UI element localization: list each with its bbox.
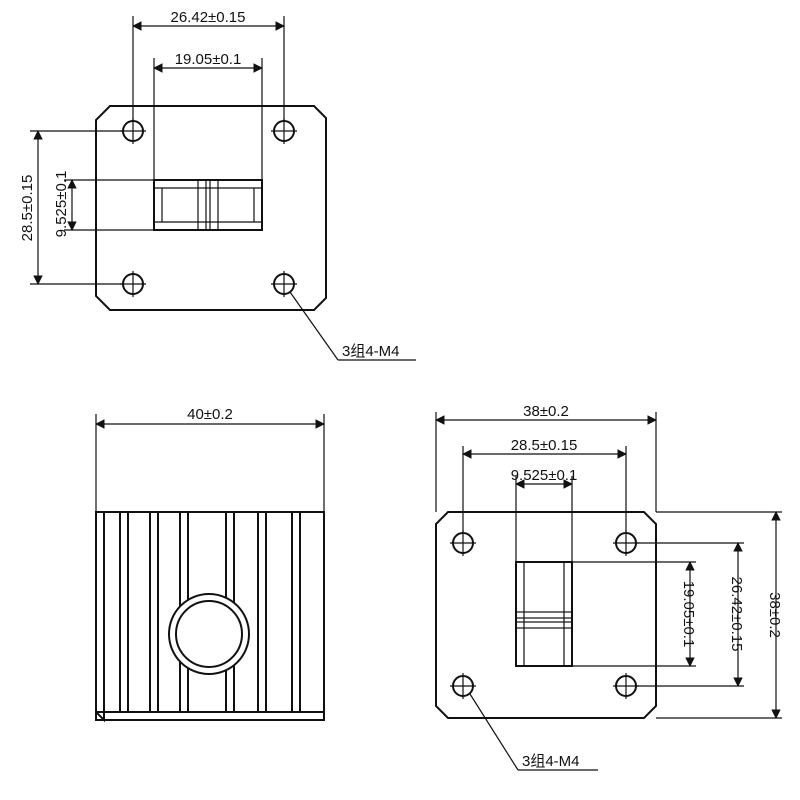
dim-right-slot-width: 9.525±0.1 <box>511 467 578 484</box>
dim-right-width: 38±0.2 <box>523 403 569 420</box>
top-hole-callout: 3组4-M4 <box>342 343 400 360</box>
right-hole-tr <box>613 530 639 556</box>
top-aperture <box>153 179 263 231</box>
dim-top-outer-width: 26.42±0.15 <box>171 9 246 26</box>
right-hole-br <box>613 673 639 699</box>
dim-top-inner-width: 19.05±0.1 <box>175 51 242 68</box>
dim-right-hole-vert: 26.42±0.15 <box>728 577 745 652</box>
dim-right-hole-spacing: 28.5±0.15 <box>511 437 578 454</box>
dim-right-height: 38±0.2 <box>766 592 783 638</box>
top-ridge-left <box>197 179 207 231</box>
side-center-hole-inner <box>175 600 243 668</box>
top-hole-br <box>271 271 297 297</box>
dim-right-slot-height: 19.05±0.1 <box>680 581 697 648</box>
side-body-outline <box>95 511 105 723</box>
top-hole-tr <box>271 118 297 144</box>
side-body <box>95 511 325 721</box>
right-hole-bl <box>450 673 476 699</box>
right-view: 38±0.2 28.5±0.15 9.525±0.1 19.05±0.1 26.… <box>435 403 783 771</box>
top-flange-outline <box>95 105 327 311</box>
side-center-hole-outer <box>168 593 250 675</box>
dim-top-inner-height: 9.525±0.1 <box>53 171 70 238</box>
right-ridge-top <box>515 611 573 619</box>
dim-top-outer-height: 28.5±0.15 <box>19 175 36 242</box>
top-ridge-right <box>209 179 219 231</box>
right-flange-outline <box>435 511 657 719</box>
right-hole-callout: 3组4-M4 <box>522 753 580 770</box>
top-view: 26.42±0.15 19.05±0.1 28.5±0.15 9.525±0.1… <box>19 9 416 361</box>
right-ridge-bottom <box>515 621 573 629</box>
right-hole-tl <box>450 530 476 556</box>
dim-side-width: 40±0.2 <box>187 406 233 423</box>
side-view: 40±0.2 <box>95 406 325 723</box>
